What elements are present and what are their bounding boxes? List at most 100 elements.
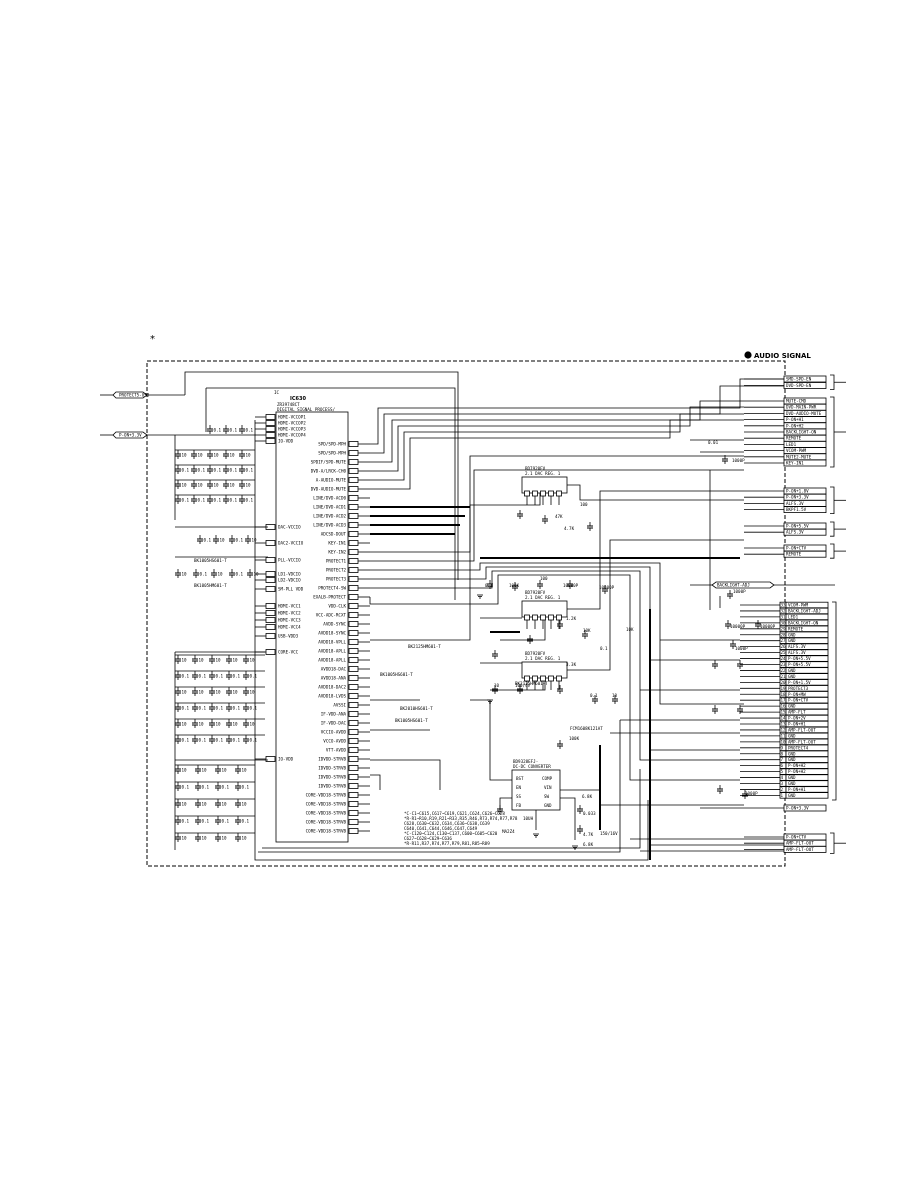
capacitor: 0.1	[226, 735, 241, 744]
capacitor: 10	[175, 480, 187, 489]
capacitor: 10	[175, 655, 187, 664]
main-ic-part: IC630	[290, 396, 306, 402]
capacitor: 10	[191, 480, 203, 489]
capacitor: 10	[209, 655, 221, 664]
ferrite-label: BK1005HS601-T	[194, 558, 227, 563]
capacitor-value: 10	[222, 768, 228, 773]
capacitor: 10	[211, 569, 223, 578]
ic-pin-label: IF-VDD-DAC	[321, 721, 347, 726]
capacitor: 0.1	[175, 703, 190, 712]
wire	[567, 539, 744, 671]
capacitor	[602, 585, 608, 594]
ic-pin-label: DVD-A/LRCK-CH0	[311, 469, 347, 474]
capacitor: 10	[213, 535, 225, 544]
connector-label: P-ON+5.5V	[786, 524, 809, 529]
main-ic: IC IC630 ZR39748CT DIGITAL SIGNAL PROCES…	[255, 390, 370, 843]
capacitor: 10	[235, 799, 247, 808]
capacitor: 0.1	[229, 569, 244, 578]
capacitor-value: 10	[182, 483, 188, 488]
value-label: 10K	[583, 628, 591, 633]
capacitor-value: 0.1	[230, 428, 238, 433]
capacitor-value: 10	[220, 538, 226, 543]
connector-pin-number: 24	[781, 656, 787, 661]
capacitor: 10	[209, 719, 221, 728]
wire	[370, 455, 744, 553]
value-label: 0.01	[708, 440, 719, 445]
wire	[470, 699, 512, 781]
connector-label: ALFS.3V	[788, 650, 806, 655]
connector-label: BACKLIGHT-ON	[786, 430, 817, 435]
capacitor: 10	[226, 687, 238, 696]
ic-pin-label: AVDD18-DAC2	[318, 685, 346, 690]
capacitor-value: 0.1	[242, 785, 250, 790]
note-line: C640,C641,C644,C646,C647,C649	[404, 826, 478, 831]
capacitor-value: 10	[182, 658, 188, 663]
capacitor	[577, 805, 583, 814]
connector-pin-number: 2	[781, 787, 784, 792]
connector-pin-number: 8	[781, 751, 784, 756]
connector-pin-number: 33	[781, 603, 787, 608]
ic-pin	[540, 490, 546, 497]
dcdc-part: BD9328EFJ-	[513, 759, 538, 764]
note-line: *R-R1~R10,R19,R21~R33,R35,R46,R73,R74,R7…	[404, 816, 518, 821]
capacitor-value: 10	[254, 572, 260, 577]
capacitor: 0.1	[226, 703, 241, 712]
capacitor-value: 10	[202, 836, 208, 841]
capacitor: 0.1	[215, 782, 230, 791]
ic-pin-label: PROTECT4-SW	[318, 586, 346, 591]
value-label: 100/4V	[515, 683, 531, 688]
connector-label: P-ON+2V	[788, 716, 806, 721]
value-label: 47K	[555, 514, 563, 519]
input-label-pon33: P-ON+3.3V	[119, 433, 142, 438]
capacitor: 10	[175, 569, 187, 578]
capacitor	[557, 740, 563, 749]
wire	[370, 378, 784, 445]
wire	[567, 490, 744, 610]
right-connectors: SMD-SPD-ENDVD-SPD-ENMUTE-CMDDVD-MAIN-PWR…	[690, 374, 846, 854]
dcdc-sub: DC-DC CONVERTER	[513, 764, 551, 769]
ic-pin-label: LD2-VDCIO	[278, 578, 301, 583]
connector-label: GND	[788, 733, 796, 738]
connector-label: DVD-MAIN-PWR	[786, 405, 817, 410]
ic-pin	[532, 490, 538, 497]
regulator-ic-1-sub: 2.1 DAC REG. 1	[525, 471, 561, 476]
capacitor: 10	[175, 450, 187, 459]
capacitor: 0.1	[226, 671, 241, 680]
ic-pin-label: IF-VDD-ANA	[321, 712, 347, 717]
regulator-ic-2: BD7920FV 2.1 DAC REG. 1	[521, 590, 568, 618]
connector-label: P-ON+CTV	[786, 835, 807, 840]
connector-label: REMOTE	[786, 552, 802, 557]
ic-pin-label: SM-PLL VDD	[278, 587, 304, 592]
main-ic-right-pins: SPD/SPD-MPHSPD/SPD-MPHSPDIF/SPD-MUTEDVD-…	[306, 441, 370, 834]
capacitor: 0.1	[175, 465, 190, 474]
component-labels: BK1005HM601-T BK1005HS601-T BK2125HM601-…	[194, 440, 776, 847]
ic-pin-label: VTT-AVDD	[326, 748, 347, 753]
capacitor-value: 10	[182, 453, 188, 458]
capacitor-value: 0.1	[182, 706, 190, 711]
capacitor	[577, 825, 583, 834]
connector-pin-number: 23	[781, 662, 787, 667]
capacitor-value: 10	[202, 768, 208, 773]
connector-label: REMOTE	[786, 436, 802, 441]
dcdc-pin-comp: COMP	[542, 776, 553, 781]
wire	[258, 720, 621, 853]
wire	[370, 419, 744, 490]
capacitor-value: 0.1	[199, 706, 207, 711]
capacitor: 0.1	[209, 735, 224, 744]
connector-pin-number: 30	[781, 620, 787, 625]
ic-pin-label: PROTECT2	[326, 568, 347, 573]
capacitor: 10	[247, 569, 259, 578]
connector-label: P-ON+3.3V	[786, 806, 809, 811]
wire	[370, 759, 441, 790]
capacitor	[487, 580, 493, 589]
capacitor-value: 0.1	[233, 674, 241, 679]
capacitor: 0.1	[239, 495, 254, 504]
capacitor-value: 10	[216, 722, 222, 727]
ic-pin	[548, 614, 554, 621]
value-label: 0.1	[590, 693, 598, 698]
value-label: 4.7K	[564, 526, 575, 531]
connector-label: P-ON+CTV	[788, 698, 809, 703]
